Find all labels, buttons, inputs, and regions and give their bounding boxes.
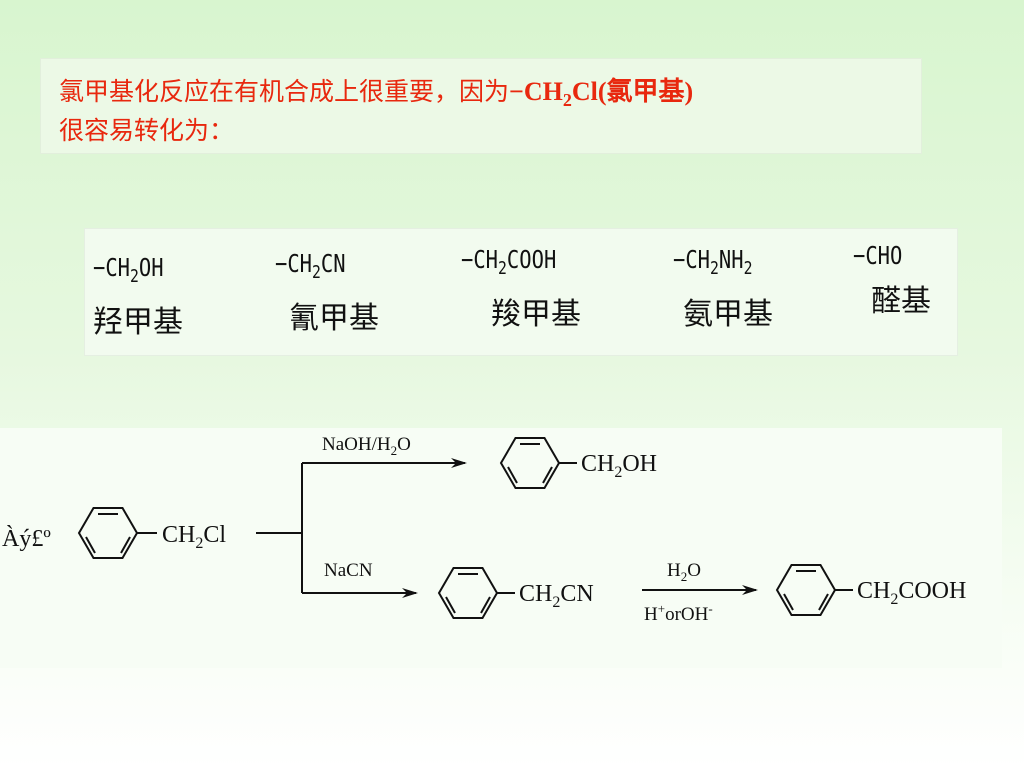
product-phenylacetic-acid: CH2COOH <box>857 578 966 608</box>
group-formula: −CH2COOH <box>461 245 557 279</box>
group-formula: −CHO <box>853 241 903 270</box>
benzene-ring-icon <box>776 564 836 616</box>
group-name: 醛基 <box>871 284 931 319</box>
group-aminomethyl: −CH2NH2 氨甲基 <box>673 245 773 333</box>
product-benzyl-cyanide: CH2CN <box>519 581 594 611</box>
reactant-formula: CH2Cl <box>162 522 226 552</box>
functional-groups-box: −CH2OH 羟甲基 −CH2CN 氰甲基 −CH2COOH 羧甲基 −CH2N… <box>84 228 958 356</box>
reagent-nacn: NaCN <box>324 560 373 581</box>
group-formula: −CH2CN <box>275 249 346 283</box>
reagent-naoh: NaOH/H2O <box>322 434 411 458</box>
group-hydroxymethyl: −CH2OH 羟甲基 <box>93 253 183 341</box>
group-cyanomethyl: −CH2CN 氰甲基 <box>275 249 379 337</box>
intro-text-box: 氯甲基化反应在有机合成上很重要，因为−CH2Cl(氯甲基) 很容易转化为： <box>40 58 922 154</box>
reaction-scheme: Àý£º CH2Cl NaOH/H2O CH2OH NaCN CH2CN H2O… <box>0 428 1002 668</box>
benzene-ring-icon <box>438 567 498 619</box>
chloromethyl-formula: −CH2Cl(氯甲基) <box>509 77 694 110</box>
group-name: 羧甲基 <box>491 297 581 332</box>
intro-line-1: 氯甲基化反应在有机合成上很重要，因为−CH2Cl(氯甲基) <box>59 71 693 111</box>
reaction-scheme-svg: Àý£º CH2Cl NaOH/H2O CH2OH NaCN CH2CN H2O… <box>2 434 966 625</box>
benzene-ring-icon <box>78 507 138 559</box>
group-carboxymethyl: −CH2COOH 羧甲基 <box>461 245 581 333</box>
benzene-ring-icon <box>500 437 560 489</box>
intro-text: 氯甲基化反应在有机合成上很重要，因为 <box>59 77 510 106</box>
intro-line-2: 很容易转化为： <box>59 116 235 145</box>
group-name: 氨甲基 <box>683 297 773 332</box>
formula-end: Cl(氯甲基) <box>571 77 694 106</box>
formula-subscript: 2 <box>562 90 572 111</box>
group-formula: −CH2NH2 <box>673 245 753 279</box>
group-name: 氰甲基 <box>289 301 379 336</box>
side-label: Àý£º <box>2 526 51 552</box>
group-aldehyde: −CHO 醛基 <box>853 241 931 320</box>
group-formula: −CH2OH <box>93 253 164 287</box>
formula-main: −CH <box>509 77 563 106</box>
reagent-acid-base: H+orOH- <box>644 601 713 625</box>
product-benzyl-alcohol: CH2OH <box>581 451 657 481</box>
group-name: 羟甲基 <box>93 305 183 340</box>
reagent-water: H2O <box>667 560 701 584</box>
